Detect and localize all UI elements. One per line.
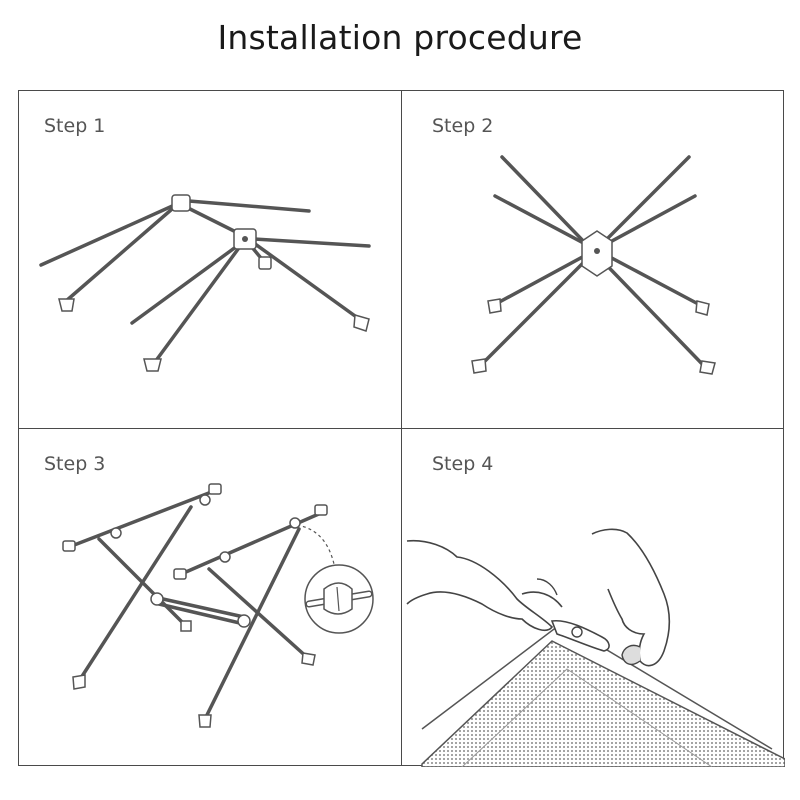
step-4-panel: Step 4 xyxy=(402,429,785,767)
step-2-illustration xyxy=(402,91,785,428)
page-title: Installation procedure xyxy=(0,18,800,57)
step-3-illustration xyxy=(19,429,401,767)
clip-detail-circle xyxy=(305,565,373,633)
step-2-panel: Step 2 xyxy=(402,91,785,428)
step-3-panel: Step 3 xyxy=(19,429,401,767)
step-4-illustration xyxy=(402,429,785,767)
step-1-illustration xyxy=(19,91,401,428)
step-grid: Step 1 xyxy=(18,90,784,766)
step-1-panel: Step 1 xyxy=(19,91,401,428)
